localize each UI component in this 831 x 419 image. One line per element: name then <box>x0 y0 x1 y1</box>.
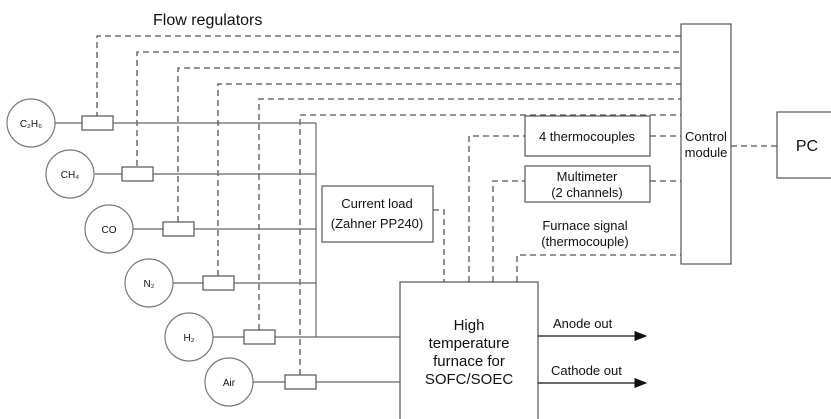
flow-regulator-air <box>284 374 317 390</box>
furnace-signal-label-line1: Furnace signal <box>542 218 627 233</box>
gas-source-c2h6: C₂H₆ <box>6 98 56 148</box>
gas-source-air: Air <box>204 357 254 407</box>
current-load-box: Current load (Zahner PP240) <box>321 185 434 243</box>
multimeter-label-line2: (2 channels) <box>551 185 623 200</box>
gas-label: CO <box>102 225 117 236</box>
gas-label: Air <box>223 378 236 389</box>
thermocouples-label: 4 thermocouples <box>539 129 636 144</box>
flow-regulator-ch4 <box>121 166 154 182</box>
flow-regulator-h2 <box>243 329 276 345</box>
control-module: Control module <box>680 23 732 265</box>
gas-source-n2: N₂ <box>124 258 174 308</box>
gas-label: N₂ <box>143 279 154 290</box>
cathode-out-label: Cathode out <box>551 363 622 378</box>
flow-regulator-c2h6 <box>81 115 114 131</box>
furnace-box: High temperature furnace for SOFC/SOEC <box>399 281 539 419</box>
instrument-signal-lines <box>433 135 777 282</box>
gas-source-h2: H₂ <box>164 312 214 362</box>
gas-label: C₂H₆ <box>20 119 42 130</box>
furnace-label-line3: furnace for <box>433 353 505 370</box>
current-load-label-line1: Current load <box>341 196 413 211</box>
furnace-label-line1: High <box>454 317 485 334</box>
regulator-signal-lines <box>96 35 681 375</box>
furnace-signal-label-line2: (thermocouple) <box>541 234 628 249</box>
control-module-label-line1: Control <box>685 129 727 144</box>
anode-out: Anode out <box>538 316 648 342</box>
anode-out-label: Anode out <box>553 316 613 331</box>
flow-regulators-title: Flow regulators <box>153 12 262 29</box>
pc-box: PC <box>776 111 831 179</box>
furnace-label-line4: SOFC/SOEC <box>425 371 514 388</box>
multimeter-box: Multimeter (2 channels) <box>524 165 651 203</box>
cathode-out: Cathode out <box>538 363 648 389</box>
flow-regulators <box>81 115 317 390</box>
gas-label: H₂ <box>183 333 194 344</box>
gas-source-ch4: CH₄ <box>45 149 95 199</box>
gas-label: CH₄ <box>61 170 80 181</box>
current-load-label-line2: (Zahner PP240) <box>331 216 424 231</box>
control-module-label-line2: module <box>685 145 728 160</box>
flow-regulator-co <box>162 221 195 237</box>
pc-label: PC <box>796 138 818 155</box>
thermocouples-box: 4 thermocouples <box>524 115 651 157</box>
gas-source-co: CO <box>84 204 134 254</box>
multimeter-label-line1: Multimeter <box>557 169 618 184</box>
flow-regulator-n2 <box>202 275 235 291</box>
furnace-label-line2: temperature <box>429 335 510 352</box>
